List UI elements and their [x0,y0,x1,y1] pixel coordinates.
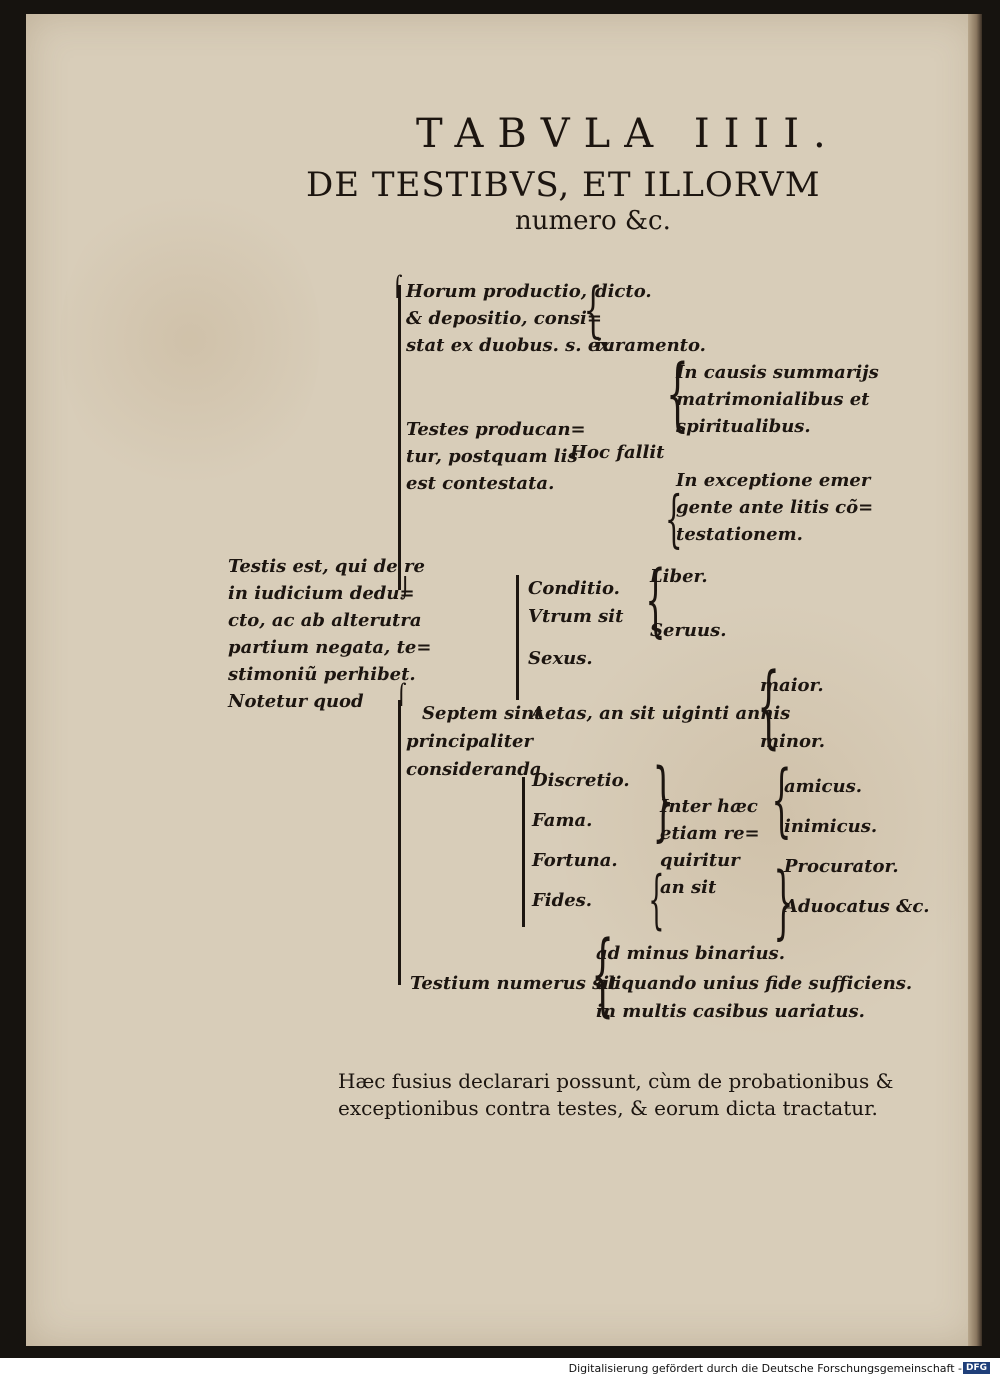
book-page [26,14,978,1346]
dfg-logo: DFG [962,1362,990,1374]
amicus-item: amicus. [784,776,862,797]
numerus-item: aliquando unius fide sufficiens. [596,973,913,994]
causis-line: spiritualibus. [676,416,811,437]
productio-item: dicto. [595,281,652,302]
quality-item: Fides. [532,890,593,911]
sexus-label: Sexus. [528,648,593,669]
numerus-label: Testium numerus sit [410,973,618,994]
numerus-item: ad minus binarius. [596,943,785,964]
main-brace-upper [398,285,401,590]
title-tabula: TABVLA IIII. [416,111,840,157]
producantur-line: tur, postquam lis [406,446,578,467]
main-brace-lower [398,700,401,985]
brace-small: { [591,922,615,1027]
producantur-line: est contestata. [406,473,555,494]
inter-line: etiam re= [660,823,760,844]
definition-line: in iudicium dedu= [228,583,415,604]
quality-item: Fama. [532,810,593,831]
brace-small: { [648,863,665,937]
quality-item: Fortuna. [532,850,618,871]
productio-item: iuramento. [595,335,706,356]
causis-line: In causis summarijs [676,362,879,383]
numerus-item: in multis casibus uariatus. [596,1001,865,1022]
brace-cap: ⌠ [392,274,403,298]
definition-line: partium negata, te= [228,637,432,658]
conditio-label: Conditio. [528,578,620,599]
producantur-line: Testes producan= [406,419,586,440]
amicus-item: inimicus. [784,816,878,837]
procurator-item: Procurator. [784,856,899,877]
exceptione-line: gente ante litis cõ= [676,497,874,518]
brace-small: { [665,347,689,440]
inter-line: Inter hæc [660,796,758,817]
definition-line: cto, ac ab alterutra [228,610,422,631]
footnote-line: exceptionibus contra testes, & eorum dic… [338,1096,878,1120]
brace-point: ⌡ [400,576,411,600]
septem-line: principaliter [406,731,533,752]
hoc-fallit: Hoc fallit [570,442,665,463]
brace-small: { [583,275,603,345]
septem-brace-upper [516,575,519,700]
productio-line: stat ex duobus. s. ex [406,335,611,356]
digitization-credit: Digitalisierung gefördert durch die Deut… [568,1362,962,1375]
brace-small: } [773,855,794,948]
procurator-item: Aduocatus &c. [784,896,930,917]
footnote-line: Hæc fusius declarari possunt, cùm de pro… [338,1069,894,1093]
title-main: DE TESTIBVS, ET ILLORVM [306,165,821,205]
conditio-item: Seruus. [650,620,727,641]
aetas-item: minor. [760,731,826,752]
brace-small: { [771,753,792,846]
an-sit: an sit [660,877,717,898]
exceptione-line: testationem. [676,524,803,545]
definition-line: stimoniũ perhibet. [228,664,416,685]
septem-line: consideranda [406,759,542,780]
quality-item: Discretio. [532,770,630,791]
title-sub: numero &c. [515,206,671,236]
brace-small: { [757,654,781,759]
brace-small: { [664,482,683,555]
conditio-item: Liber. [650,566,708,587]
page-edge [968,14,982,1346]
causis-line: matrimonialibus et [676,389,870,410]
exceptione-line: In exceptione emer [676,470,871,491]
qualities-brace [522,777,525,927]
aetas-label: Aetas, an sit uiginti annis [531,703,791,724]
inter-line: quiritur [660,850,740,871]
brace-small: { [645,553,666,646]
definition-line: Testis est, qui de re [228,556,425,577]
brace-small: } [652,751,675,851]
definition-line: Notetur quod [228,691,364,712]
conditio-label: Vtrum sit [528,606,624,627]
paper-stain [60,180,320,500]
aetas-item: maior. [760,675,824,696]
productio-line: & depositio, consi= [406,308,602,329]
productio-line: Horum productio, [406,281,588,302]
septem-line: Septem sint [422,703,543,724]
paper-stain [560,590,980,1050]
brace-cap: ⌠ [396,682,407,706]
